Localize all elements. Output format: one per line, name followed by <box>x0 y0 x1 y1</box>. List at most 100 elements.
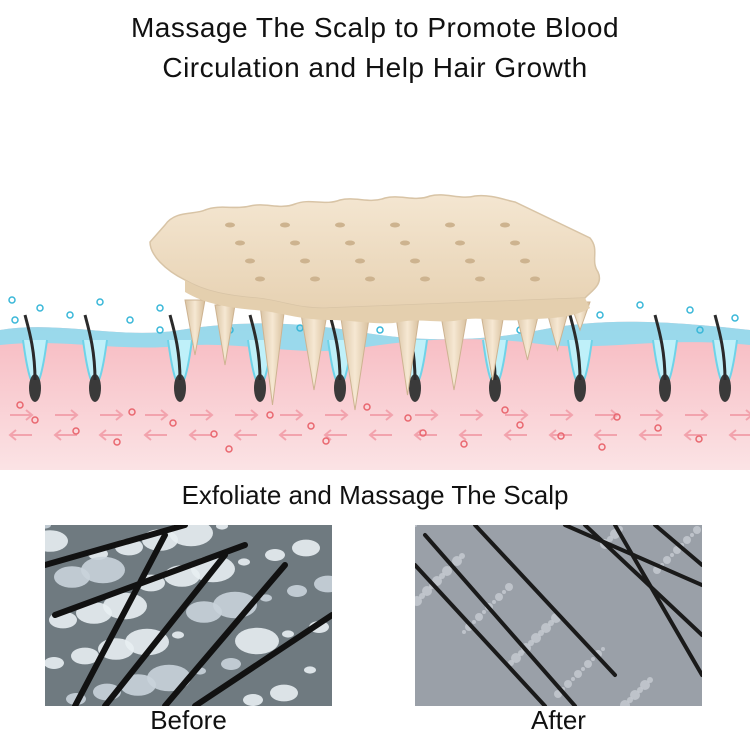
circulation-arrow <box>505 409 529 421</box>
moisture-dot <box>636 301 644 309</box>
skin-layer <box>0 321 750 470</box>
circulation-arrow <box>503 429 527 441</box>
brush-hole <box>410 258 420 264</box>
circulation-arrow <box>8 429 32 441</box>
blood-cell <box>419 429 427 437</box>
brush-hole <box>475 276 485 282</box>
circulation-arrow <box>235 409 259 421</box>
moisture-dot <box>8 296 16 304</box>
blood-cell <box>460 440 468 448</box>
hair-follicle <box>167 314 193 402</box>
circulation-arrow <box>98 429 122 441</box>
circulation-arrows <box>8 401 750 453</box>
headline-line-2: Circulation and Help Hair Growth <box>162 52 588 83</box>
brush-hole <box>520 258 530 264</box>
hair-follicle <box>82 314 108 402</box>
skin-texture <box>452 556 462 566</box>
brush-hole <box>235 240 245 246</box>
blood-cell <box>322 437 330 445</box>
dandruff-flake <box>45 525 51 529</box>
brush-hole <box>255 276 265 282</box>
hair-follicle <box>22 314 48 402</box>
skin-texture <box>475 613 483 621</box>
dandruff-flake <box>45 657 64 669</box>
hair-strands <box>415 525 702 706</box>
circulation-arrow <box>640 409 664 421</box>
brush-holes <box>225 222 540 282</box>
circulation-arrow <box>280 409 304 421</box>
skin-texture <box>591 657 595 661</box>
circulation-arrow <box>323 429 347 441</box>
hair-strand <box>613 525 702 677</box>
brush-hole <box>355 258 365 264</box>
hair-strand <box>52 542 248 618</box>
dandruff-flake <box>282 630 294 638</box>
hair-strand <box>473 525 617 677</box>
blood-cell <box>16 401 24 409</box>
skin-texture <box>683 536 691 544</box>
moisture-dot <box>126 316 134 324</box>
circulation-arrow <box>10 409 34 421</box>
hair-strand <box>423 533 577 706</box>
after-label: After <box>531 705 586 735</box>
blood-cell <box>307 422 315 430</box>
brush-hole <box>510 240 520 246</box>
skin-texture <box>415 596 422 606</box>
brush-hole <box>345 240 355 246</box>
hair-strand <box>45 525 188 568</box>
scalp-massage-illustration <box>0 194 750 470</box>
dandruff-flake <box>260 594 272 602</box>
subheading: Exfoliate and Massage The Scalp <box>181 480 569 510</box>
skin-texture <box>690 533 694 537</box>
dandruff-flake <box>81 556 125 584</box>
hair-strand <box>162 562 288 706</box>
brush-hole <box>530 276 540 282</box>
skin-texture <box>482 610 486 614</box>
circulation-arrow <box>278 429 302 441</box>
moisture-dot <box>376 326 384 334</box>
hair-strands <box>45 525 332 706</box>
headline: Massage The Scalp to Promote Blood Circu… <box>0 8 750 88</box>
moisture-dot <box>156 304 164 312</box>
hair-strand <box>102 552 228 706</box>
before-photo <box>45 525 332 706</box>
skin-texture <box>415 525 417 527</box>
dandruff-flake <box>172 631 184 639</box>
blood-cell <box>113 438 121 446</box>
skin-texture <box>541 623 551 633</box>
skin-texture <box>620 700 630 706</box>
moisture-dot <box>11 316 19 324</box>
skin-texture <box>442 566 452 576</box>
brush-hole <box>420 276 430 282</box>
skin-texture <box>601 647 605 651</box>
dandruff-flake <box>169 525 213 547</box>
skin-texture <box>554 690 562 698</box>
dandruff-flake <box>243 694 263 706</box>
moisture-dot <box>731 314 739 322</box>
circulation-arrow <box>683 429 707 441</box>
hair-strand <box>72 532 168 706</box>
brush-hole <box>280 222 290 228</box>
moisture-dot <box>156 326 164 334</box>
skin-texture <box>472 620 476 624</box>
circulation-arrow <box>188 429 212 441</box>
dandruff-flake <box>71 647 99 665</box>
blood-cell <box>598 443 606 451</box>
blood-cell <box>516 421 524 429</box>
dandruff-flake <box>216 525 228 530</box>
circulation-arrow <box>728 429 750 441</box>
circulation-arrow <box>458 429 482 441</box>
hair-strand <box>192 612 332 706</box>
moisture-dot <box>696 326 704 334</box>
blood-cell <box>557 432 565 440</box>
blood-cell <box>363 403 371 411</box>
skin-texture <box>511 653 521 663</box>
circulation-arrow <box>233 429 257 441</box>
circulation-arrow <box>55 409 79 421</box>
skin-texture <box>670 553 674 557</box>
circulation-arrow <box>460 409 484 421</box>
brush-hole <box>400 240 410 246</box>
brush-hole <box>335 222 345 228</box>
dandruff-flake <box>304 666 316 674</box>
skin-texture <box>693 526 701 534</box>
